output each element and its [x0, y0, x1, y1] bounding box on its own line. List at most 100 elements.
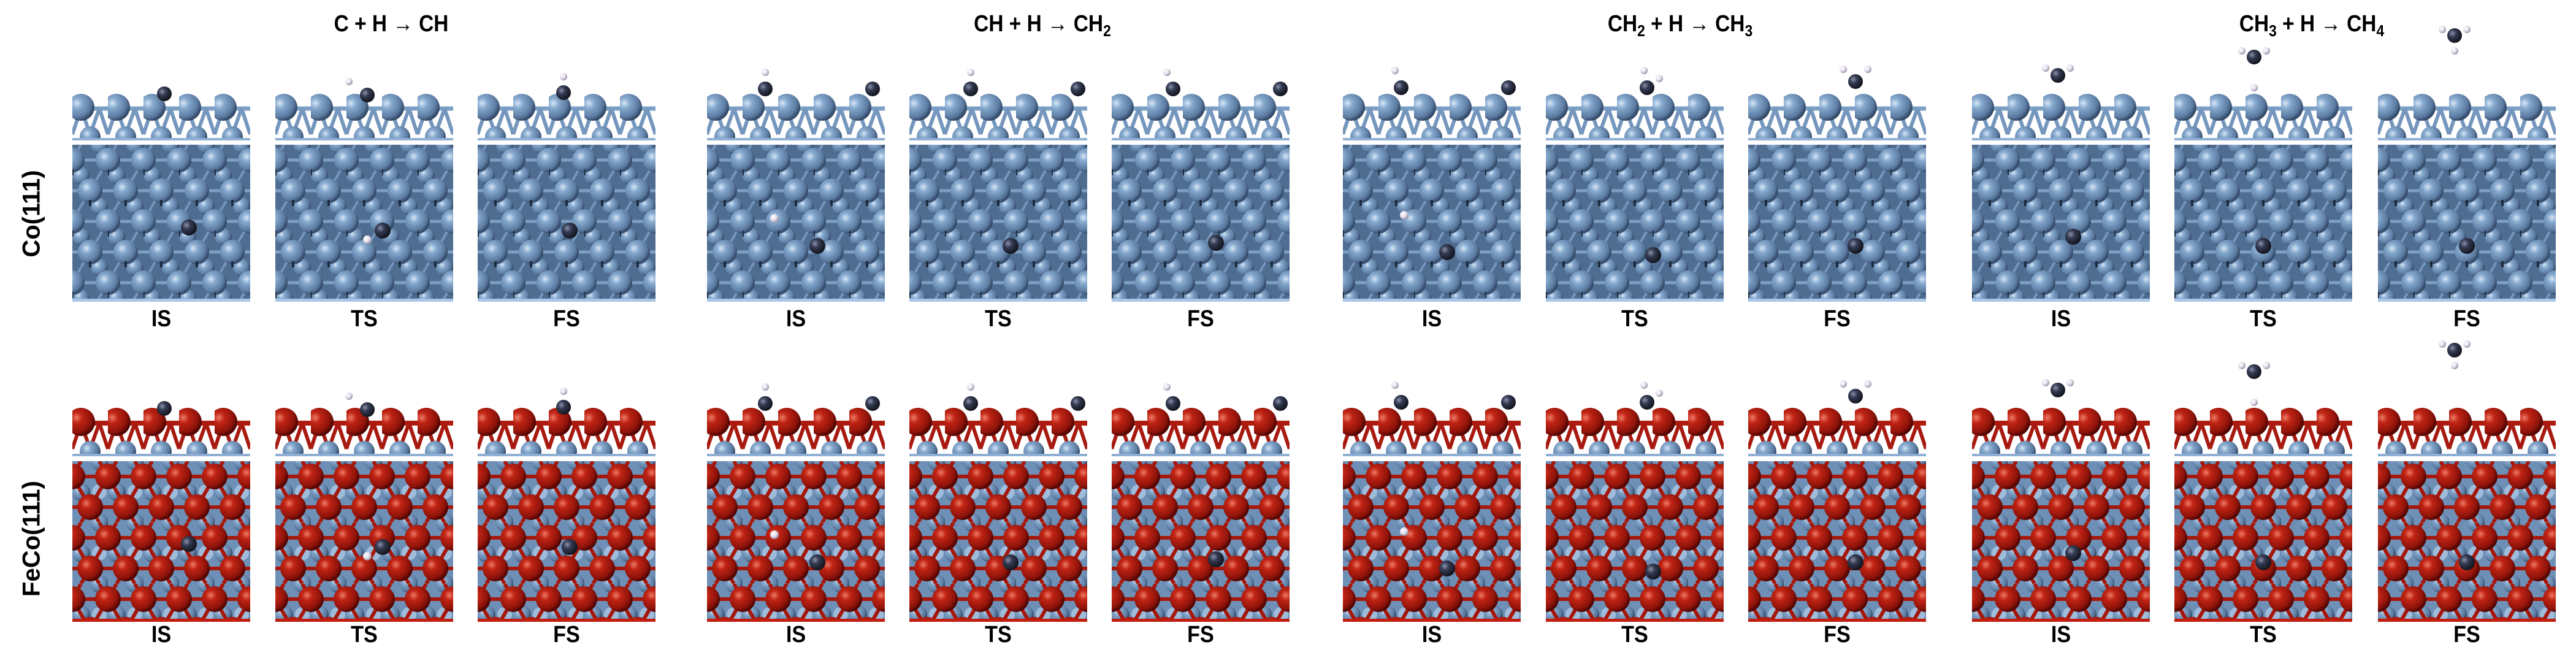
hydrogen-atom [2439, 340, 2446, 348]
hydrogen-atom [1163, 383, 1171, 391]
top-view [2378, 145, 2556, 302]
product-subscript: 2 [1103, 21, 1111, 40]
carbon-atom [2447, 343, 2462, 358]
hydrogen-atom [762, 69, 769, 76]
carbon-atom [181, 220, 197, 235]
carbon-atom [556, 400, 571, 415]
reactant-subscript: 3 [2269, 21, 2277, 40]
carbon-atom [1439, 560, 1455, 576]
hydrogen-atom [345, 78, 353, 85]
carbon-atom [758, 82, 773, 96]
state-label: TS [1621, 622, 1648, 648]
reactant: CH [2239, 11, 2269, 37]
side-view [1972, 379, 2150, 456]
state-label: TS [1621, 306, 1648, 332]
product: CH [1715, 11, 1745, 37]
reactant: C [334, 11, 349, 37]
side-view [275, 392, 453, 456]
hydrogen-atom [1163, 69, 1171, 76]
side-view [2174, 362, 2352, 456]
carbon-atom [2065, 545, 2081, 561]
carbon-atom [375, 223, 391, 239]
side-view [72, 86, 250, 140]
carbon-atom [2050, 68, 2065, 83]
carbon-atom [2050, 383, 2065, 397]
carbon-atom [1208, 235, 1224, 251]
hydrogen-atom [1840, 380, 1847, 388]
top-view [275, 145, 453, 302]
reaction-arrow: + H → [1003, 11, 1074, 37]
carbon-atom [1848, 554, 1863, 570]
carbon-atom [1394, 80, 1408, 95]
hydrogen-atom [2066, 379, 2074, 386]
carbon-atom [562, 539, 578, 555]
side-view [1972, 64, 2150, 140]
state-label: IS [1421, 306, 1442, 332]
state-label: FS [1187, 306, 1214, 332]
hydrogen-atom [1640, 67, 1648, 74]
side-view [1546, 67, 1724, 140]
side-view [72, 401, 250, 456]
side-view [707, 69, 885, 140]
top-view [707, 461, 885, 622]
carbon-atom [2065, 229, 2081, 245]
carbon-atom [157, 86, 172, 101]
reaction-arrow: + H → [348, 11, 419, 37]
carbon-atom [1501, 395, 1516, 410]
hydrogen-atom [2250, 399, 2258, 406]
top-view [909, 461, 1087, 622]
reactant-subscript: 2 [1637, 21, 1645, 40]
carbon-atom [2247, 50, 2261, 64]
carbon-atom [1848, 238, 1863, 254]
hydrogen-atom [770, 530, 779, 539]
top-view [72, 145, 250, 302]
hydrogen-atom [1864, 66, 1871, 73]
state-label: IS [1421, 622, 1442, 648]
hydrogen-atom [2263, 47, 2270, 55]
reactant: CH [1607, 11, 1638, 37]
state-label: FS [2453, 306, 2480, 332]
top-view [2174, 145, 2352, 302]
product: CH [419, 11, 449, 37]
side-view [2378, 26, 2556, 140]
carbon-atom [1848, 389, 1863, 404]
carbon-atom [1848, 74, 1863, 89]
carbon-atom [360, 88, 375, 102]
hydrogen-atom [345, 392, 353, 400]
carbon-atom [865, 396, 880, 411]
top-view [1972, 145, 2150, 302]
state-label: IS [2050, 306, 2071, 332]
hydrogen-atom [2463, 340, 2471, 348]
state-label: TS [351, 306, 378, 332]
carbon-atom [562, 223, 578, 239]
hydrogen-atom [1656, 389, 1663, 397]
reaction-arrow: + H → [1645, 11, 1716, 37]
hydrogen-atom [762, 383, 769, 391]
carbon-atom [1208, 551, 1224, 567]
side-view [707, 383, 885, 456]
carbon-atom [2459, 238, 2475, 254]
hydrogen-atom [2439, 26, 2446, 33]
hydrogen-atom [2066, 64, 2074, 72]
state-label: FS [1824, 622, 1851, 648]
side-view [1343, 381, 1521, 456]
hydrogen-atom [1400, 211, 1408, 220]
hydrogen-atom [2238, 47, 2245, 55]
carbon-atom [1640, 395, 1654, 410]
reaction-title-1: C + H → CH [262, 9, 521, 39]
row-label-feco: FeCo(111) [18, 481, 45, 597]
carbon-atom [1003, 238, 1019, 254]
hydrogen-atom [770, 214, 779, 223]
top-view [478, 461, 655, 622]
state-label: IS [151, 306, 172, 332]
carbon-atom [758, 396, 773, 411]
hydrogen-atom [1864, 380, 1871, 388]
hydrogen-atom [363, 235, 372, 244]
carbon-atom [1501, 80, 1516, 95]
carbon-atom [157, 401, 172, 416]
hydrogen-atom [1391, 381, 1399, 389]
hydrogen-atom [967, 69, 974, 76]
carbon-atom [809, 554, 825, 570]
reaction-title-3: CH2 + H → CH3 [1551, 9, 1810, 39]
side-view [1748, 380, 1926, 456]
